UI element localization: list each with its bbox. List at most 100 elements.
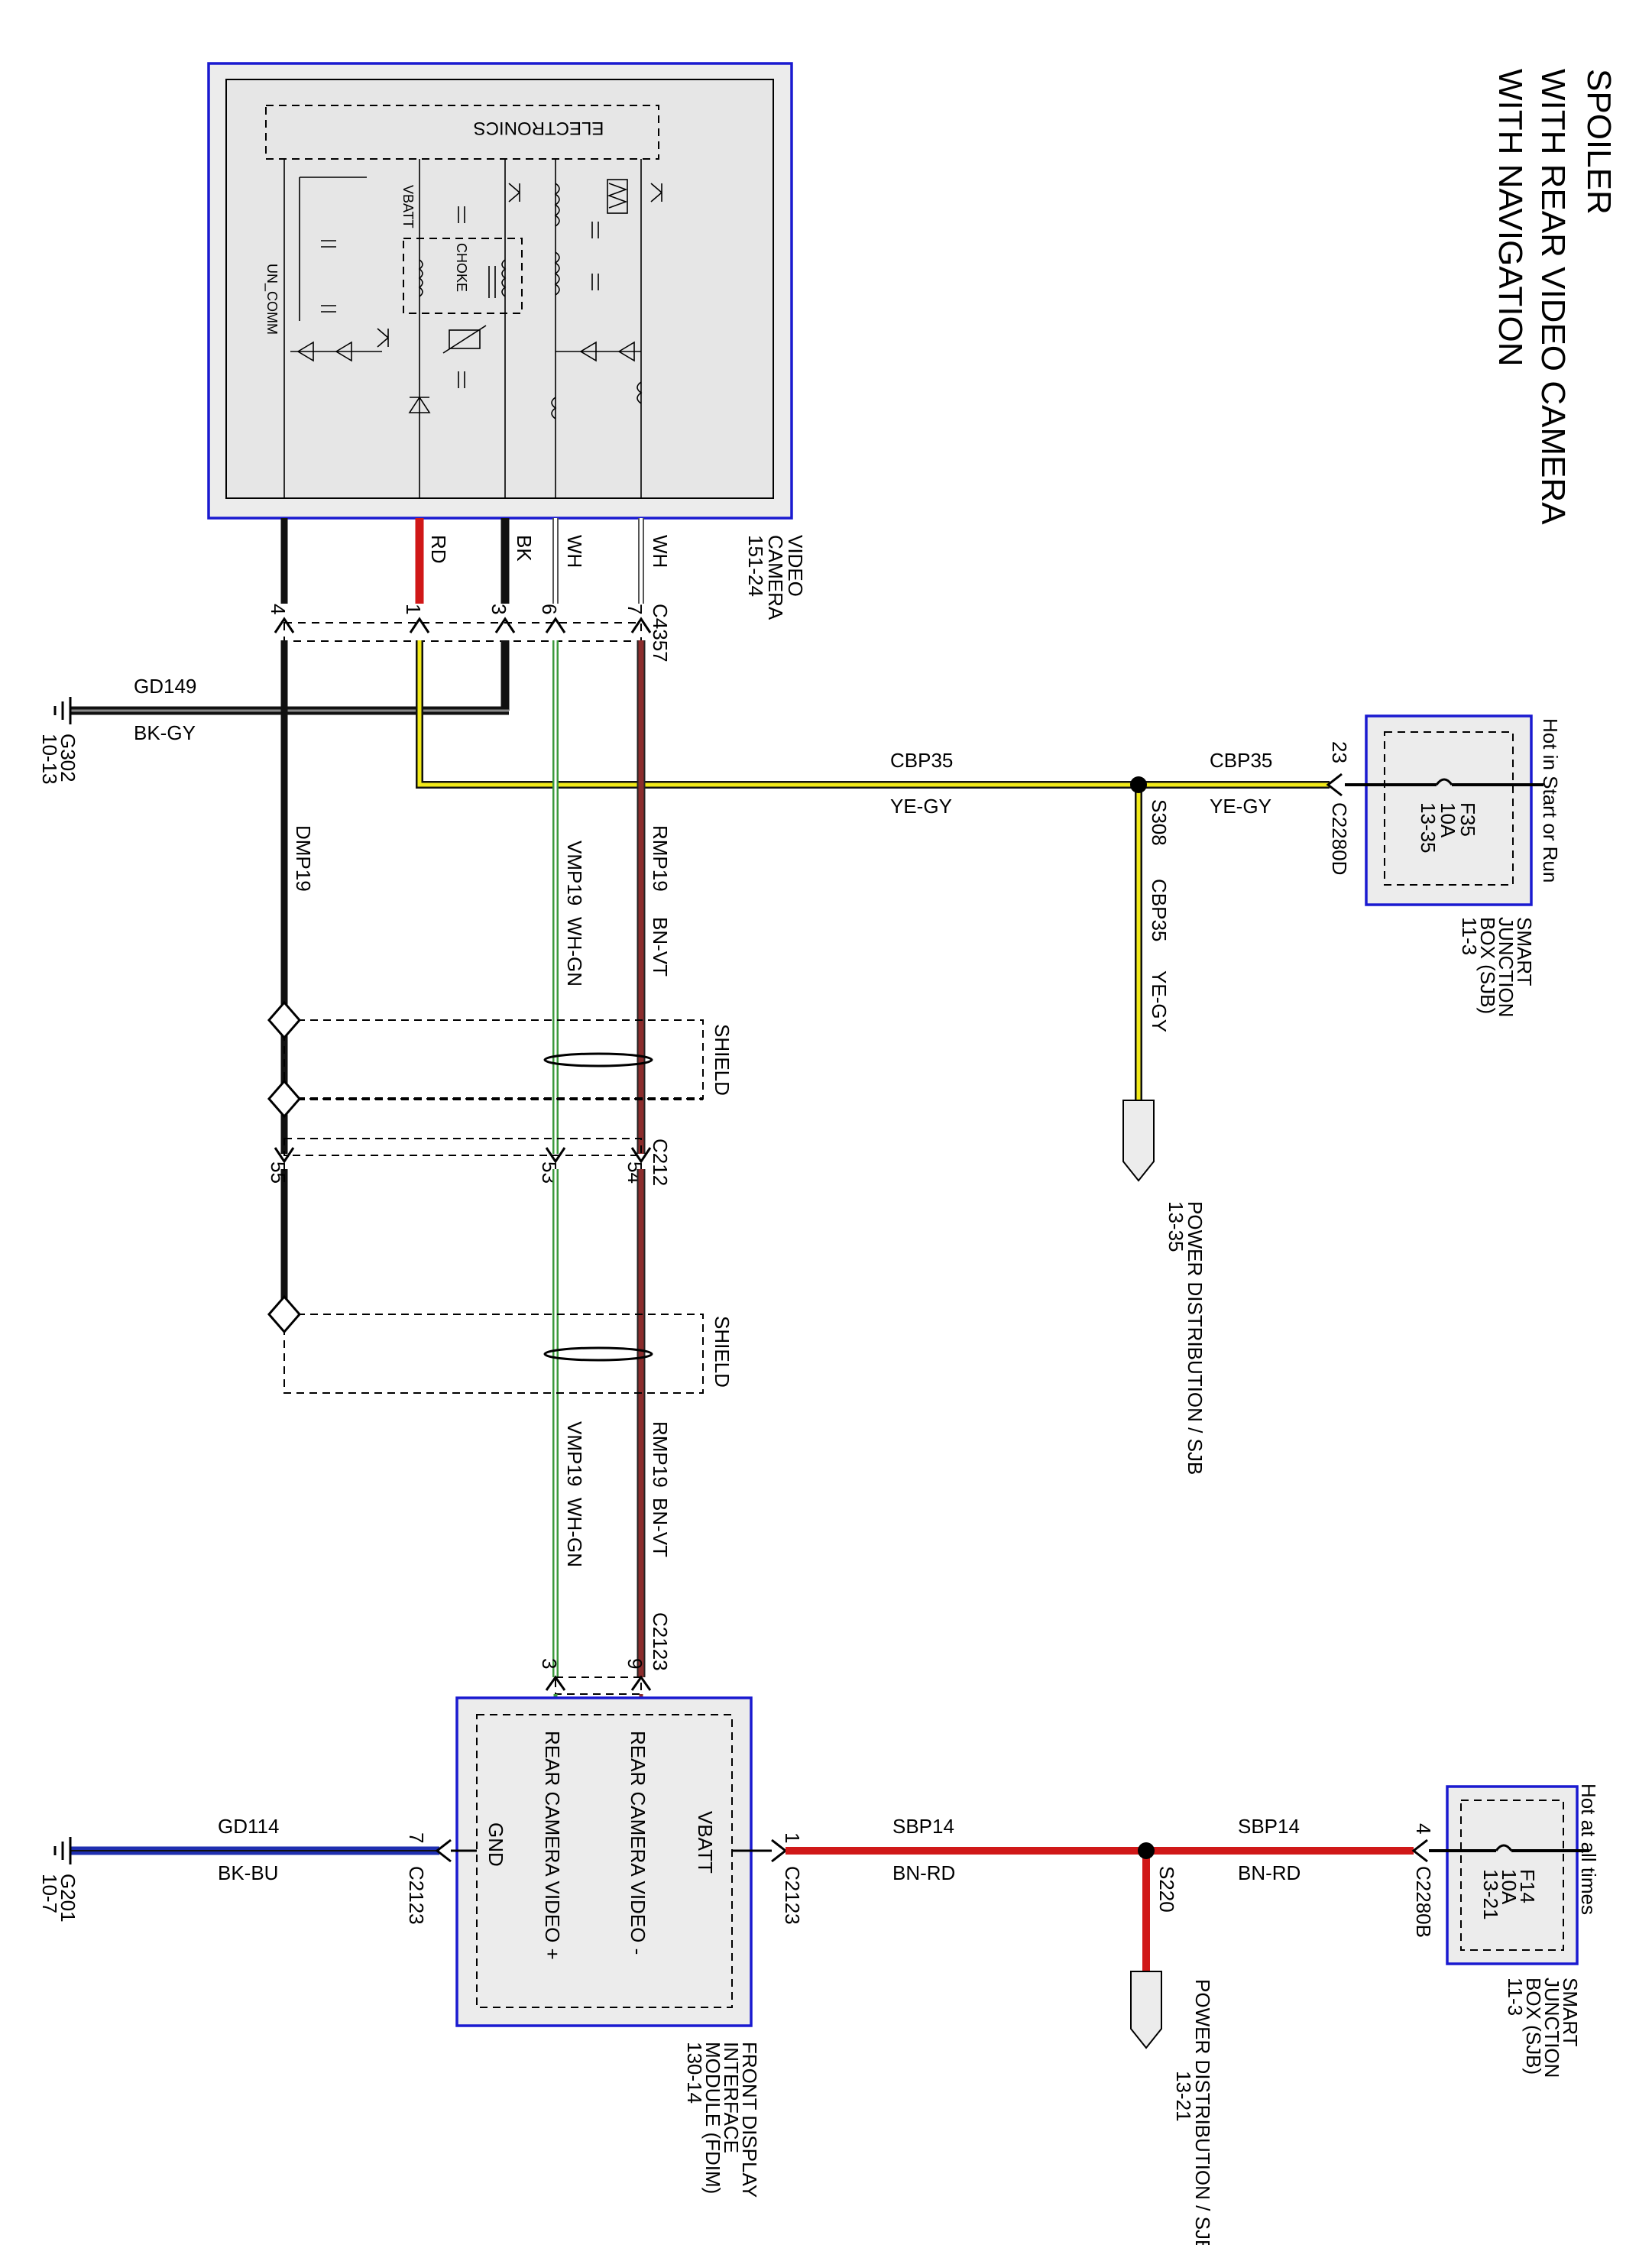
sjb-bottom-fuse: F14 xyxy=(1516,1869,1539,1903)
g201-ref: 10-7 xyxy=(38,1874,61,1913)
wire-label-bk: BK xyxy=(513,535,536,562)
ground-g302-symbol xyxy=(53,697,72,724)
g302-ref: 10-13 xyxy=(38,734,61,785)
connector-c4357[interactable] xyxy=(274,617,652,642)
electronics-label: ELECTRONICS xyxy=(474,118,604,138)
power-dist-bottom-ref: 13-21 xyxy=(1172,2071,1195,2122)
g201-name: G201 xyxy=(57,1874,79,1923)
fdim-gnd-arrow xyxy=(435,1838,452,1863)
shield-1 xyxy=(267,1000,704,1119)
fdim-gnd-connector: C2123 xyxy=(405,1866,428,1925)
wire-label-wh-7: WH xyxy=(649,535,672,568)
gd114-circuit: GD114 xyxy=(218,1815,279,1838)
power-dist-bottom-label: POWER DISTRIBUTION / SJB xyxy=(1191,1979,1214,2245)
sjb-top-amps: 10A xyxy=(1437,802,1459,838)
wire-label-wh-6: WH xyxy=(563,535,586,568)
video-camera-name-2: CAMERA xyxy=(764,535,787,620)
fdim-name-1: FRONT DISPLAY xyxy=(738,2042,761,2198)
sjb-bottom-amps: 10A xyxy=(1498,1869,1521,1905)
power-dist-top-symbol[interactable] xyxy=(1122,1100,1155,1182)
gd149-circuit: GD149 xyxy=(134,675,196,698)
splice-s220[interactable] xyxy=(1138,1842,1155,1859)
sjb-top-fuse: F35 xyxy=(1456,802,1479,837)
c2123-pin-3: 3 xyxy=(538,1658,561,1669)
wire-cbp35-camera[interactable] xyxy=(416,640,1139,789)
c4357-pin-6: 6 xyxy=(538,604,561,614)
sjb-bottom-component[interactable] xyxy=(1429,1785,1589,1965)
s220-label: S220 xyxy=(1155,1866,1178,1913)
ground-g201-symbol xyxy=(53,1837,72,1864)
rmp19-color-1: BN-VT xyxy=(649,917,672,977)
fdim-gnd-pin: 7 xyxy=(405,1832,428,1843)
sjb-top-pin: 23 xyxy=(1328,741,1351,763)
c4357-pin-3: 3 xyxy=(488,604,510,614)
cbp35-sjb-arrow xyxy=(1326,773,1343,797)
power-dist-bottom-symbol[interactable] xyxy=(1130,1971,1162,2049)
cbp35-circuit-2: CBP35 xyxy=(1210,749,1272,772)
camera-internals: CHOKE VBATT UN_COMM xyxy=(264,159,662,498)
vmp19-color-2: WH-GN xyxy=(563,1498,586,1567)
cbp35-color-1: YE-GY xyxy=(890,795,952,818)
wire-label-rd: RD xyxy=(427,535,450,564)
c212-label: C212 xyxy=(649,1139,672,1186)
cbp35-circuit-3: CBP35 xyxy=(1148,879,1171,941)
shield-2-label: SHIELD xyxy=(711,1316,734,1388)
sjb-bottom-connector: C2280B xyxy=(1412,1866,1435,1938)
fdim-ref: 130-14 xyxy=(683,2042,706,2104)
sjb-bottom-fuse-ref: 13-21 xyxy=(1479,1869,1502,1920)
sjb-top-fuse-ref: 13-35 xyxy=(1417,802,1440,854)
sjb-bottom-name-ref: 11-3 xyxy=(1504,1978,1527,2016)
rmp19-color-2: BN-VT xyxy=(649,1498,672,1557)
splice-s308[interactable] xyxy=(1130,776,1147,793)
c4357-pin-1: 1 xyxy=(402,604,425,614)
choke-label: CHOKE xyxy=(454,243,469,292)
fdim-name-3: MODULE (FDIM) xyxy=(701,2042,724,2194)
fdim-video-plus: REAR CAMERA VIDEO + xyxy=(541,1731,564,1960)
c4357-pin-7: 7 xyxy=(624,604,646,614)
connector-c212[interactable] xyxy=(274,1138,652,1164)
cbp35-circuit-1: CBP35 xyxy=(890,749,953,772)
connector-c2123-video[interactable] xyxy=(545,1675,652,1695)
power-dist-top-label: POWER DISTRIBUTION / SJB xyxy=(1184,1201,1207,1475)
vmp19-color-1: WH-GN xyxy=(563,917,586,986)
vmp19-label-1: VMP19 xyxy=(563,841,586,905)
sjb-top-component[interactable] xyxy=(1345,714,1543,906)
diagram-title: SPOILER WITH REAR VIDEO CAMERA WITH NAVI… xyxy=(1492,69,1618,525)
fdim-vbatt-pin: 1 xyxy=(781,1832,804,1843)
sjb-top-name-2: JUNCTION xyxy=(1495,917,1518,1017)
fdim-name-2: INTERFACE xyxy=(720,2042,743,2153)
sbp14-color-2: BN-RD xyxy=(1238,1861,1301,1884)
sjb-top-hot: Hot in Start or Run xyxy=(1539,718,1562,883)
sjb-bottom-name-3: BOX (SJB) xyxy=(1522,1978,1545,2075)
sbp14-color-1: BN-RD xyxy=(892,1861,955,1884)
sjb-top-name-1: SMART xyxy=(1513,917,1536,986)
rmp19-label-1: RMP19 xyxy=(649,825,672,892)
sjb-bottom-hot: Hot at all times xyxy=(1577,1783,1600,1915)
sjb-top-name-ref: 11-3 xyxy=(1458,917,1481,955)
fdim-video-minus: REAR CAMERA VIDEO - xyxy=(627,1731,649,1955)
rmp19-label-2: RMP19 xyxy=(649,1421,672,1488)
c4357-pin-4: 4 xyxy=(267,604,290,614)
video-camera-component[interactable]: ELECTRONICS CHOKE VBATT UN_COMM xyxy=(207,62,793,520)
c2123-pin-9: 9 xyxy=(624,1658,646,1669)
g302-name: G302 xyxy=(57,734,79,782)
title-spoiler: SPOILER xyxy=(1580,69,1618,215)
s308-label: S308 xyxy=(1148,799,1171,846)
electronics-block xyxy=(265,105,659,160)
c212-pin-55: 55 xyxy=(267,1161,290,1184)
shield-2 xyxy=(267,1294,704,1394)
cbp35-color-3: YE-GY xyxy=(1148,970,1171,1032)
dmp19-label: DMP19 xyxy=(292,825,315,892)
fdim-component[interactable] xyxy=(455,1696,753,2027)
title-rear-video-camera: WITH REAR VIDEO CAMERA xyxy=(1534,69,1572,525)
fdim-gnd: GND xyxy=(484,1822,507,1867)
sjb-bottom-name-1: SMART xyxy=(1559,1978,1582,2047)
sbp14-circuit-1: SBP14 xyxy=(892,1815,954,1838)
c4357-label: C4357 xyxy=(649,604,672,662)
title-navigation: WITH NAVIGATION xyxy=(1492,69,1529,366)
sbp14-sjb-arrow xyxy=(1411,1838,1428,1863)
power-dist-top-ref: 13-35 xyxy=(1164,1201,1187,1252)
gd149-color: BK-GY xyxy=(134,721,196,744)
sjb-bottom-pin: 4 xyxy=(1412,1823,1435,1834)
